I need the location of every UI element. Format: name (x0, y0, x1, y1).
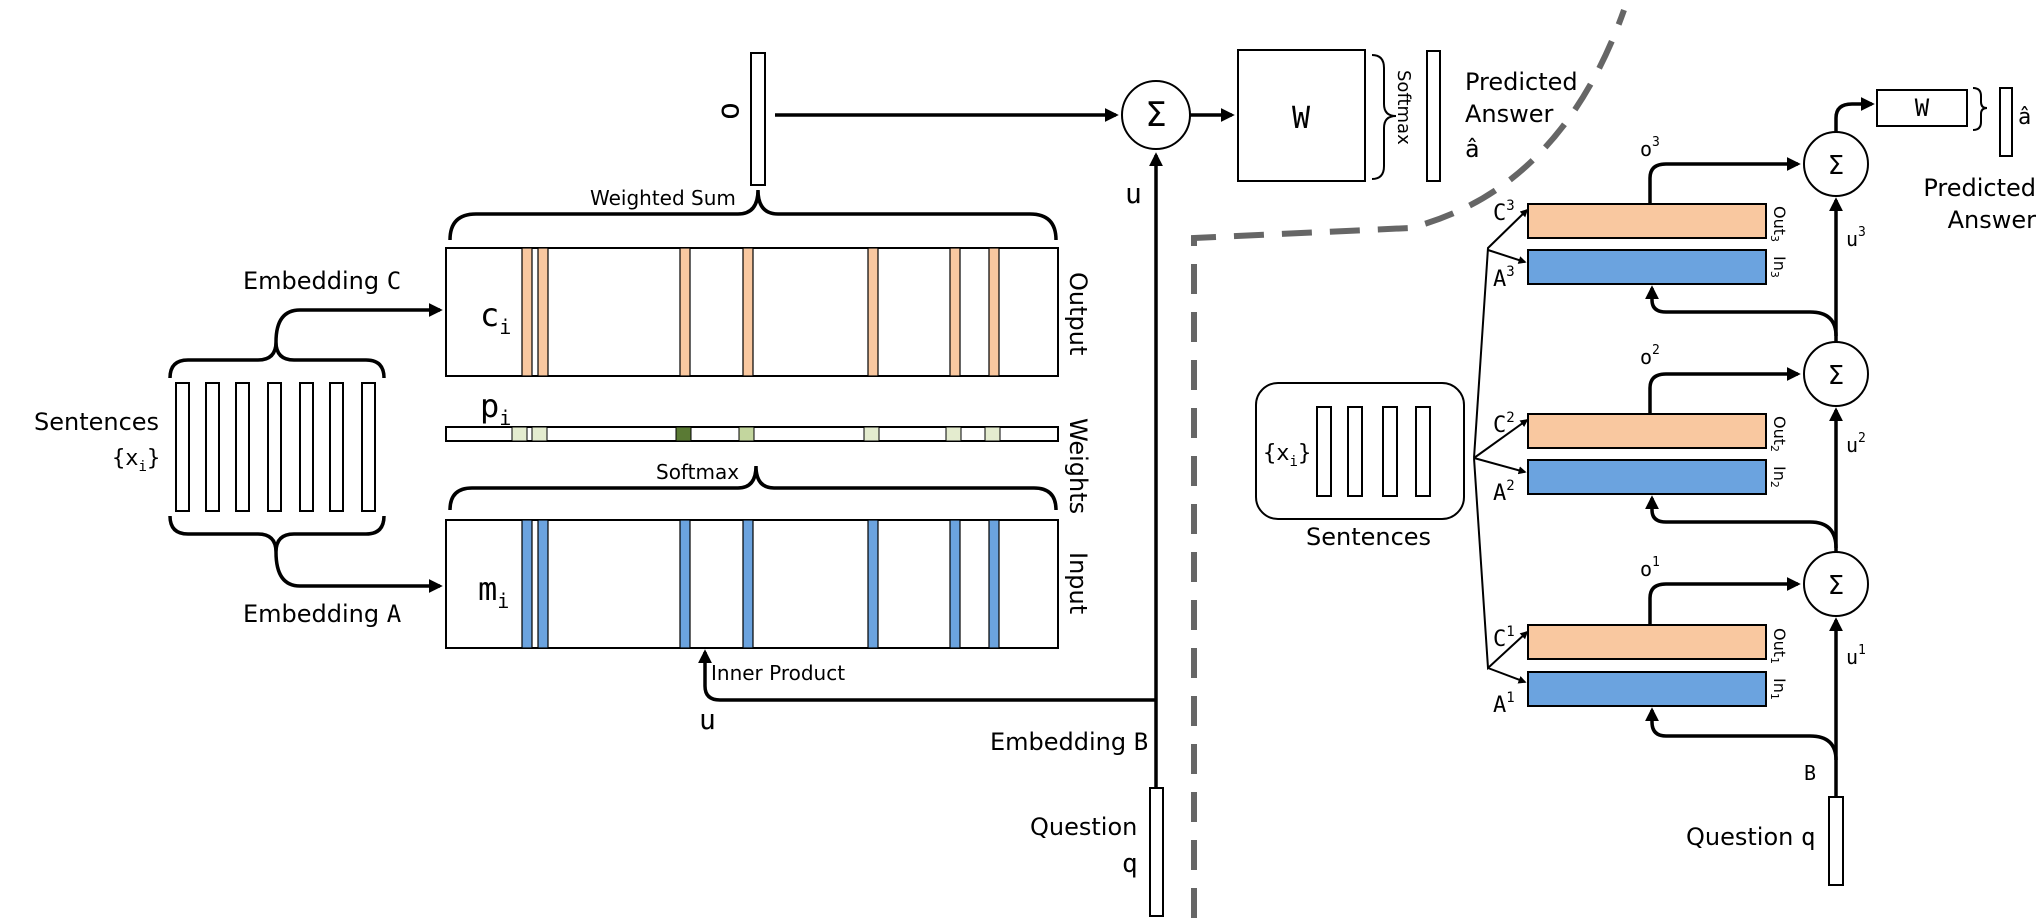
softmax-right-label: Softmax (1393, 70, 1414, 145)
right-b-label: B (1804, 761, 1816, 785)
softmax-mid-label: Softmax (656, 460, 739, 484)
sentences-math: {xi} (112, 446, 160, 475)
hop-3-u-label: u3 (1846, 225, 1866, 251)
hop-2-o-label: o2 (1640, 343, 1660, 369)
hop-1-output-memory (1527, 624, 1767, 660)
right-sentences-math: {xi} (1263, 441, 1311, 470)
o-vector (750, 52, 766, 186)
right-sentences-stack (1316, 406, 1431, 497)
hop-1-in-label: In1 (1768, 678, 1789, 700)
p-i-label: pi (480, 387, 511, 430)
hop-2-o-arrow (1648, 367, 1801, 414)
weights-cells (511, 426, 1001, 442)
hop-1-input-memory (1527, 671, 1767, 707)
sentences-stack (175, 382, 376, 512)
right-w-label: W (1915, 94, 1930, 122)
o-label: o (714, 102, 749, 120)
hop-1: C1 A1 Out1 In1 o1 Σ u1 (1493, 551, 1869, 718)
hop-2-sum-symbol: Σ (1828, 361, 1844, 391)
u-vertical-label: u (1125, 177, 1142, 210)
w-matrix (1237, 49, 1366, 182)
m-i-label: mi (478, 570, 509, 613)
answer-label: Answer (1465, 100, 1554, 128)
hop-3: C3 A3 Out3 In3 o3 Σ u3 (1493, 131, 1869, 292)
softmax-right-brace (1371, 54, 1397, 180)
w-label: W (1292, 101, 1311, 136)
hop-3-c-label: C3 (1493, 198, 1515, 226)
hop-3-in-label: In3 (1768, 256, 1789, 278)
hop-2: C2 A2 Out2 In2 o2 Σ u2 (1493, 341, 1869, 506)
output-memory-bars (521, 247, 1000, 377)
hop-3-out-label: Out3 (1768, 206, 1789, 242)
hop-2-u-label: u2 (1846, 431, 1866, 457)
softmax-brace (448, 465, 1058, 511)
right-a-hat-label: â (2018, 105, 2031, 130)
hop-3-sum-symbol: Σ (1828, 151, 1844, 181)
hop-1-u-label: u1 (1846, 643, 1866, 669)
hop-3-output-memory (1527, 203, 1767, 239)
embedding-a-arrow (274, 551, 443, 593)
right-question-label: Question q (1686, 823, 1815, 851)
hop-3-a-label: A3 (1493, 264, 1515, 292)
embedding-c-arrow (274, 303, 443, 343)
hop-1-o-label: o1 (1640, 555, 1660, 581)
weights-label: Weights (1064, 418, 1092, 514)
hop-2-a-label: A2 (1493, 478, 1515, 506)
sentences-top-brace (168, 341, 386, 379)
final-sum-to-w-arrow (1834, 97, 1875, 132)
hop-3-input-memory (1527, 249, 1767, 285)
sum-node-symbol: Σ (1145, 95, 1166, 135)
u-inner-product-arrow (698, 649, 1156, 702)
hop-2-c-label: C2 (1493, 410, 1515, 438)
predicted-label: Predicted (1465, 68, 1578, 96)
output-label: Output (1064, 272, 1092, 355)
hop-1-a-label: A1 (1493, 690, 1515, 718)
embedding-b-label: Embedding B (990, 728, 1148, 756)
right-answer-label: Answer (1948, 206, 2037, 234)
u-bottom-label: u (699, 703, 716, 736)
right-sentences-label: Sentences (1306, 523, 1431, 551)
question-vector (1149, 787, 1164, 917)
panel-divider (1191, 8, 1627, 918)
answer-vector (1426, 50, 1441, 182)
single-layer-panel: Sentences {xi} Embedding C Embedding A c… (34, 49, 1578, 917)
input-memory-bars (521, 519, 1000, 649)
u2-to-a2-arrow (1645, 495, 1838, 549)
right-question-vector (1828, 796, 1844, 886)
sentences-label: Sentences (34, 408, 159, 436)
hop-2-input-memory (1527, 459, 1767, 495)
hop-2-out-label: Out2 (1768, 416, 1789, 452)
right-w-matrix (1876, 89, 1968, 127)
hop-2-in-label: In2 (1768, 466, 1789, 488)
q-label: q (1122, 849, 1138, 879)
input-label: Input (1064, 552, 1092, 614)
u1-to-a1-arrow (1645, 707, 1838, 761)
hop-2-output-memory (1527, 413, 1767, 449)
hop-1-o-arrow (1648, 577, 1801, 625)
hop-1-out-label: Out1 (1768, 628, 1789, 664)
right-answer-vector (1999, 87, 2013, 157)
u3-to-a3-arrow (1645, 285, 1838, 337)
hop-3-o-label: o3 (1640, 135, 1660, 161)
weighted-sum-brace (448, 189, 1058, 241)
fan-out-connectors (1473, 208, 1529, 684)
right-answer-brace (1972, 87, 1988, 131)
multi-layer-panel: {xi} Sentences C3 A3 Out3 In3 o3 Σ u3 (1255, 87, 2037, 886)
a-hat-label: â (1465, 135, 1479, 163)
hop-1-c-label: C1 (1493, 624, 1515, 652)
right-predicted-label: Predicted (1923, 174, 2036, 202)
embedding-c-label: Embedding C (243, 267, 401, 295)
embedding-a-label: Embedding A (243, 600, 402, 628)
question-label: Question (1030, 813, 1137, 841)
inner-product-label: Inner Product (711, 661, 845, 685)
c-i-label: ci (480, 296, 511, 339)
hop-3-o-arrow (1648, 157, 1801, 204)
sentences-bottom-brace (168, 515, 386, 553)
weighted-sum-label: Weighted Sum (590, 186, 736, 210)
hop-1-sum-symbol: Σ (1828, 571, 1844, 601)
